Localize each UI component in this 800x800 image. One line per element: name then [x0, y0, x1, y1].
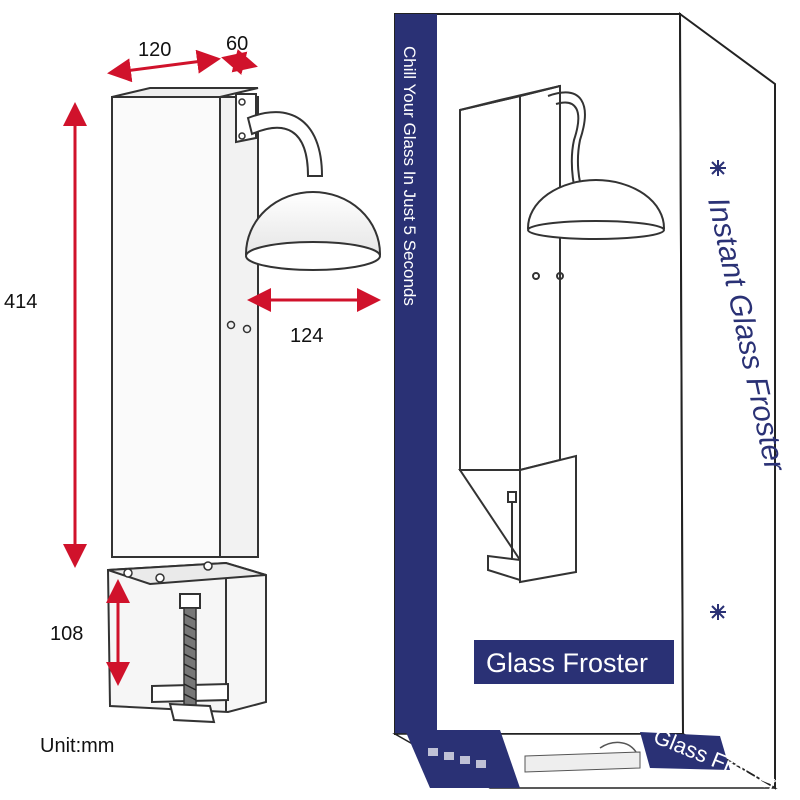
width-side-dimension [221, 49, 258, 75]
screw-icon [242, 324, 252, 334]
box-bottom-label [640, 732, 730, 770]
width-main-label: 120 [138, 39, 171, 61]
packaging-box: Glass Froster Chill Your Glass In Just 5… [392, 12, 792, 796]
clamp-handle [168, 702, 216, 724]
technical-drawing: 120 60 414 124 108 Unit:mm [4, 33, 382, 757]
screw-icon [226, 320, 236, 330]
height-label: 414 [4, 291, 37, 313]
hood-arm [246, 111, 324, 177]
column-side [219, 96, 259, 558]
width-side-label: 60 [226, 33, 248, 55]
column-front [111, 96, 221, 558]
box-product-label-text: Glass Froster [486, 648, 648, 678]
snowflake-icon [710, 160, 726, 176]
width-main-dimension [107, 49, 221, 83]
snowflake-icon [710, 604, 726, 620]
clamp-top [107, 561, 267, 586]
clamp-screw-head [179, 593, 201, 609]
hood-dome [244, 191, 382, 255]
hood-reach-label: 124 [290, 325, 323, 347]
column-top [111, 87, 259, 98]
box-product-label [474, 640, 674, 684]
unit-label: Unit:mm [40, 735, 114, 757]
clamp-height-label: 108 [50, 623, 83, 645]
box-product-illustration [458, 84, 666, 584]
box-tagline: Chill Your Glass In Just 5 Seconds [400, 46, 419, 306]
hood-rim [245, 241, 381, 271]
box-navy-band [395, 14, 437, 734]
